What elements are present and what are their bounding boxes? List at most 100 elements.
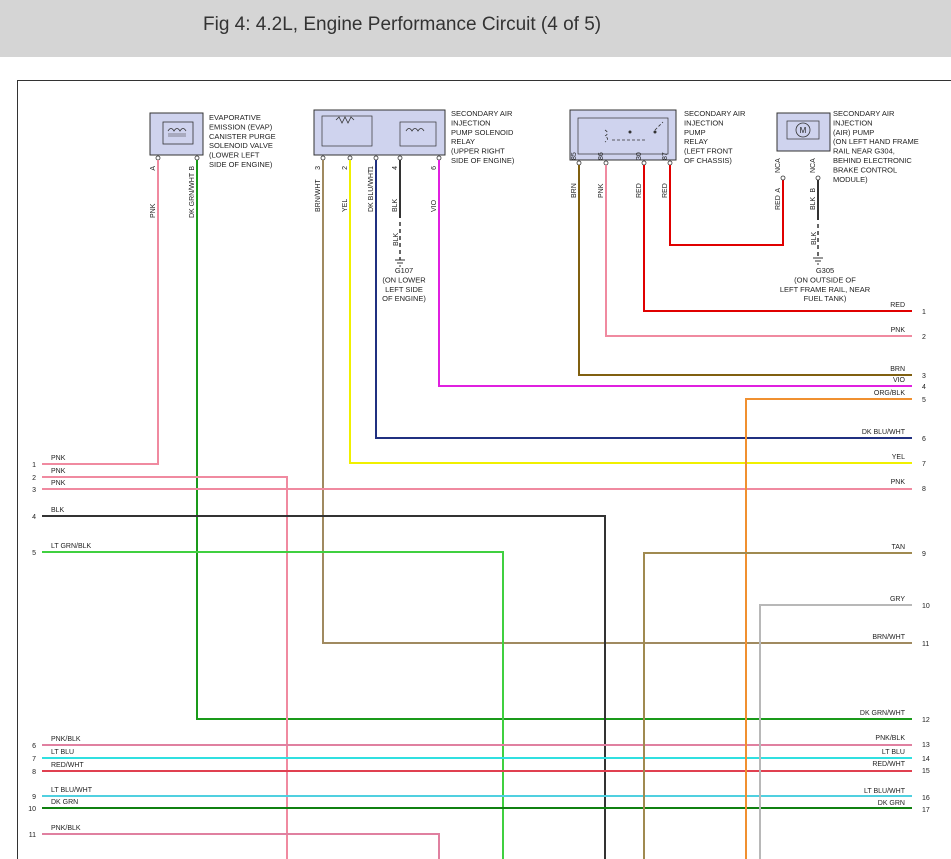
pump-relay-wire-label: RED [636,183,643,198]
left-connector-pin-number: 1 [32,462,36,469]
air-pump-description: SECONDARY AIR [833,109,895,118]
air-pump-pin [815,175,821,181]
wire-relay-yel [349,160,912,464]
solenoid-relay-wire-label: BLK [392,198,399,212]
pump-relay-description: OF CHASSIS) [684,156,732,165]
solenoid-relay-description: SECONDARY AIR [451,109,513,118]
ground-g305-label: G305 [816,266,834,275]
solenoid-relay-pin [397,155,403,161]
wire-pumprelay-pnk [605,165,912,337]
right-connector-pin-number: 1 [922,309,926,316]
right-connector-wire-label: ORG/BLK [874,390,905,397]
right-connector-pin-number: 15 [922,768,930,775]
ground-g107-label: OF ENGINE) [382,294,426,303]
right-connector-pin-number: 4 [922,384,926,391]
left-connector-pin-number: 11 [29,832,36,839]
solenoid-relay-component [313,109,446,156]
ground-wire-label: BLK [393,232,400,246]
right-connector-wire-label: GRY [890,596,905,603]
air-pump-description: (AIR) PUMP [833,128,874,137]
relay-coil-icon [405,128,425,132]
evap-wire-label: DK GRN/WHT [189,172,196,218]
right-connector-pin-number: 11 [922,641,929,648]
wire-pumprelay-brn [578,165,912,376]
solenoid-relay-pin [320,155,326,161]
evap-pin-label: A [150,166,157,171]
evap-description: (LOWER LEFT [209,151,260,160]
right-connector-pin-number: 6 [922,436,926,443]
solenoid-relay-pin-label: 1 [368,166,375,170]
left-connector-pin-number: 5 [32,550,36,557]
solenoid-relay-wire-label: VIO [431,199,438,212]
air-pump-wire-label: BLK [810,196,817,210]
evap-description: CANISTER PURGE [209,132,276,141]
left-connector-wire-label: RED/WHT [51,762,84,769]
air-pump-description: MODULE) [833,175,868,184]
right-connector-pin-number: 12 [922,717,930,724]
wire-right-9-tan [643,552,912,859]
evap-description: SOLENOID VALVE [209,141,273,150]
pump-relay-pin-label: 86 [598,152,605,160]
left-connector-wire-label: PNK [51,455,66,462]
left-connector-wire-label: LT BLU/WHT [51,787,93,794]
wire-left-5-ltgrnblk [42,551,504,859]
right-connector-wire-label: DK BLU/WHT [862,429,906,436]
wire-relay-dkbluwht [375,160,912,439]
pump-relay-pin [667,160,673,166]
pump-relay-pin [576,160,582,166]
right-connector-wire-label: LT BLU/WHT [864,788,906,795]
left-connector-wire-label: PNK [51,480,66,487]
ground-g305-label: (ON OUTSIDE OF [794,275,856,284]
wire-relay-brnwht [322,160,912,644]
right-connector-wire-label: LT BLU [882,749,905,756]
solenoid-relay-wire-label: DK BLU/WHT [368,168,375,212]
wire-pumprelay-red30 [643,165,912,312]
air-pump-pin-label: B [810,188,817,193]
ground-g305-label: LEFT FRAME RAIL, NEAR [780,285,871,294]
wire-evap-pnk [42,160,159,465]
pump-relay-component [569,109,677,161]
wire-evap-dkgrnwht [196,160,912,720]
evap-description: EVAPORATIVE [209,113,261,122]
air-pump-description: BEHIND ELECTRONIC [833,156,912,165]
left-connector-wire-label: DK GRN [51,799,78,806]
solenoid-relay-wire-label: BRN/WHT [315,179,322,212]
resistor-icon [335,116,355,124]
air-pump-nca-label: NCA [810,158,817,173]
left-connector-pin-number: 3 [32,487,36,494]
motor-symbol: M [800,126,807,135]
solenoid-relay-pin [436,155,442,161]
right-connector-wire-label: RED [890,302,905,309]
ground-g107-label: (ON LOWER [382,275,426,284]
solenoid-relay-description: INJECTION [451,118,491,127]
solenoid-relay-description: RELAY [451,137,475,146]
left-connector-wire-label: LT BLU [51,749,74,756]
right-connector-pin-number: 8 [922,486,926,493]
pump-relay-wire-label: BRN [571,183,578,198]
evap-pin [155,155,161,161]
solenoid-relay-pin-label: 6 [431,166,438,170]
evap-solenoid-component [149,112,204,156]
solenoid-coil-icon [167,128,187,132]
air-pump-pin-label: A [775,188,782,193]
pump-relay-description: INJECTION [684,118,724,127]
wire-left-11-pnkblk [42,833,440,859]
right-connector-pin-number: 13 [922,742,930,749]
left-connector-pin-number: 10 [28,806,36,813]
evap-description: EMISSION (EVAP) [209,122,273,131]
right-connector-wire-label: YEL [892,454,905,461]
evap-pin [194,155,200,161]
right-connector-wire-label: RED/WHT [872,761,905,768]
air-pump-description: RAIL NEAR G304, [833,147,895,156]
right-connector-wire-label: BRN [890,366,905,373]
pump-relay-description: PUMP [684,128,706,137]
left-connector-pin-number: 8 [32,769,36,776]
relay-switch-icon [604,121,664,143]
solenoid-relay-description: PUMP SOLENOID [451,128,514,137]
air-pump-description: INJECTION [833,118,873,127]
left-connector-wire-label: LT GRN/BLK [51,543,92,550]
solenoid-relay-description: SIDE OF ENGINE) [451,156,515,165]
solenoid-relay-pin-label: 3 [315,166,322,170]
right-connector-wire-label: TAN [892,544,905,551]
